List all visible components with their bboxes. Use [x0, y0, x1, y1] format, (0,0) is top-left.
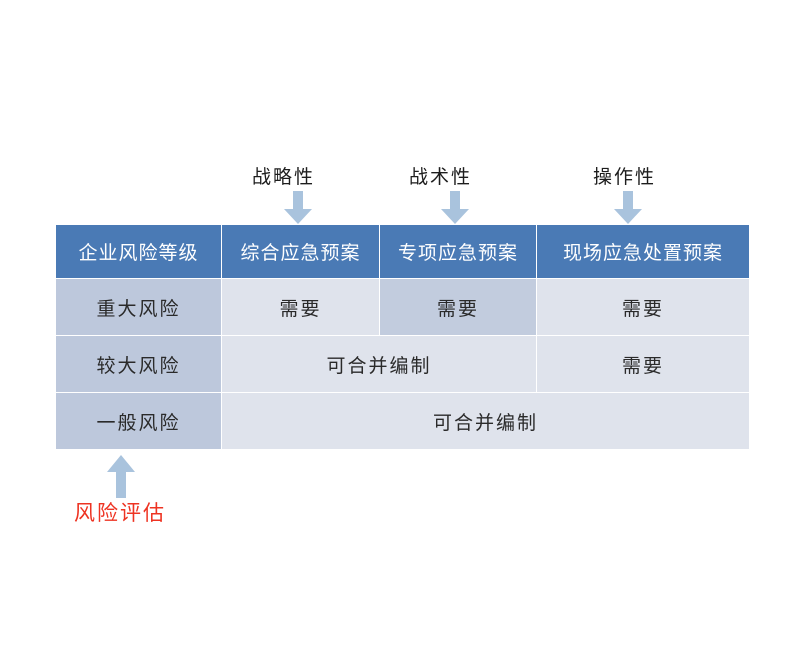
arrow-down-icon	[440, 191, 470, 225]
row-header-general-risk: 一般风险	[56, 393, 221, 449]
row-header-larger-risk: 较大风险	[56, 336, 221, 392]
cell-major-onsite: 需要	[537, 279, 749, 335]
arrow-up-icon	[106, 455, 136, 499]
cell-larger-merged-plan: 可合并编制	[222, 336, 536, 392]
table-row: 较大风险 可合并编制 需要	[56, 336, 749, 392]
matrix-table: 企业风险等级 综合应急预案 专项应急预案 现场应急处置预案 重大风险 需要 需要…	[55, 224, 750, 450]
column-header-risk-level: 企业风险等级	[56, 225, 221, 278]
annotation-label-tactical: 战术性	[409, 166, 473, 188]
table-row: 一般风险 可合并编制	[56, 393, 749, 449]
column-header-comprehensive-plan: 综合应急预案	[222, 225, 379, 278]
column-header-onsite-plan: 现场应急处置预案	[537, 225, 749, 278]
risk-plan-matrix: 企业风险等级 综合应急预案 专项应急预案 现场应急处置预案 重大风险 需要 需要…	[55, 224, 750, 450]
arrow-down-icon	[283, 191, 313, 225]
annotation-label-operational: 操作性	[593, 166, 657, 188]
cell-major-special: 需要	[380, 279, 536, 335]
cell-general-merged-plan: 可合并编制	[222, 393, 749, 449]
annotation-label-strategic: 战略性	[252, 166, 316, 188]
row-header-major-risk: 重大风险	[56, 279, 221, 335]
arrow-down-icon	[613, 191, 643, 225]
table-header-row: 企业风险等级 综合应急预案 专项应急预案 现场应急处置预案	[56, 225, 749, 278]
cell-larger-onsite: 需要	[537, 336, 749, 392]
annotation-label-risk-assessment: 风险评估	[74, 501, 166, 525]
table-row: 重大风险 需要 需要 需要	[56, 279, 749, 335]
column-header-special-plan: 专项应急预案	[380, 225, 536, 278]
cell-major-comprehensive: 需要	[222, 279, 379, 335]
